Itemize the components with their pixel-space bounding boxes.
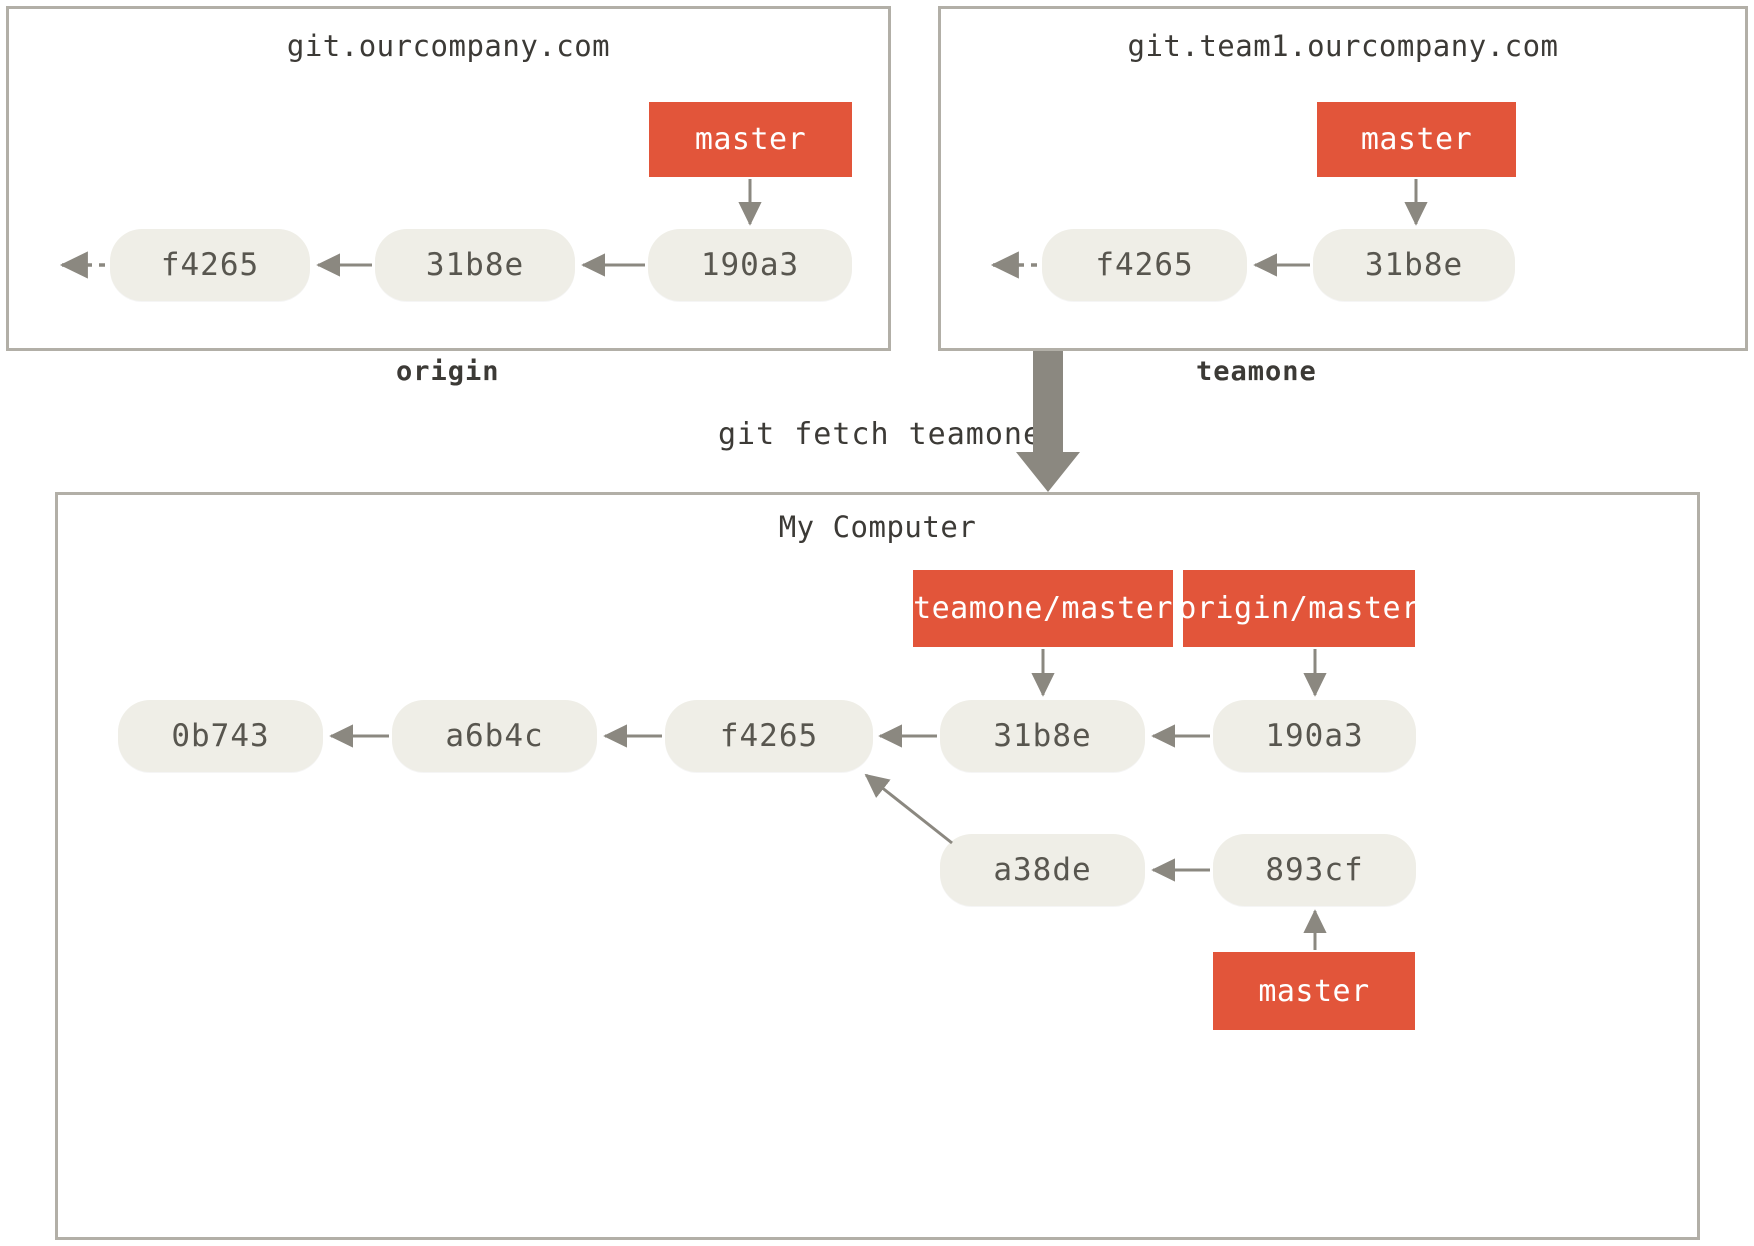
commit-node-teamone-31b8e[interactable]: 31b8e (1313, 229, 1515, 301)
commit-node-local-a38de[interactable]: a38de (940, 834, 1145, 906)
command-label-git-fetch-teamone: git fetch teamone (718, 417, 1043, 452)
panel-teamone-title: git.team1.ourcompany.com (1127, 29, 1559, 63)
branch-label-teamone-master[interactable]: master (1317, 102, 1516, 177)
commit-node-local-0b743[interactable]: 0b743 (118, 700, 323, 772)
branch-label-local-master[interactable]: master (1213, 952, 1415, 1030)
branch-label-origin-master[interactable]: master (649, 102, 852, 177)
commit-node-local-31b8e[interactable]: 31b8e (940, 700, 1145, 772)
panel-my-computer-title: My Computer (778, 510, 977, 544)
branch-label-teamone-master-local[interactable]: teamone/master (913, 570, 1173, 647)
commit-node-local-893cf[interactable]: 893cf (1213, 834, 1416, 906)
commit-node-local-190a3[interactable]: 190a3 (1213, 700, 1416, 772)
commit-node-origin-31b8e[interactable]: 31b8e (375, 229, 575, 301)
caption-origin: origin (396, 356, 500, 387)
commit-node-origin-190a3[interactable]: 190a3 (648, 229, 852, 301)
commit-node-origin-f4265[interactable]: f4265 (110, 229, 310, 301)
panel-origin-title: git.ourcompany.com (286, 29, 611, 63)
commit-node-teamone-f4265[interactable]: f4265 (1042, 229, 1247, 301)
panel-my-computer: My Computer (55, 492, 1700, 1240)
commit-node-local-f4265[interactable]: f4265 (665, 700, 873, 772)
commit-node-local-a6b4c[interactable]: a6b4c (392, 700, 597, 772)
caption-teamone: teamone (1196, 356, 1317, 387)
branch-label-origin-master-local[interactable]: origin/master (1178, 570, 1419, 647)
